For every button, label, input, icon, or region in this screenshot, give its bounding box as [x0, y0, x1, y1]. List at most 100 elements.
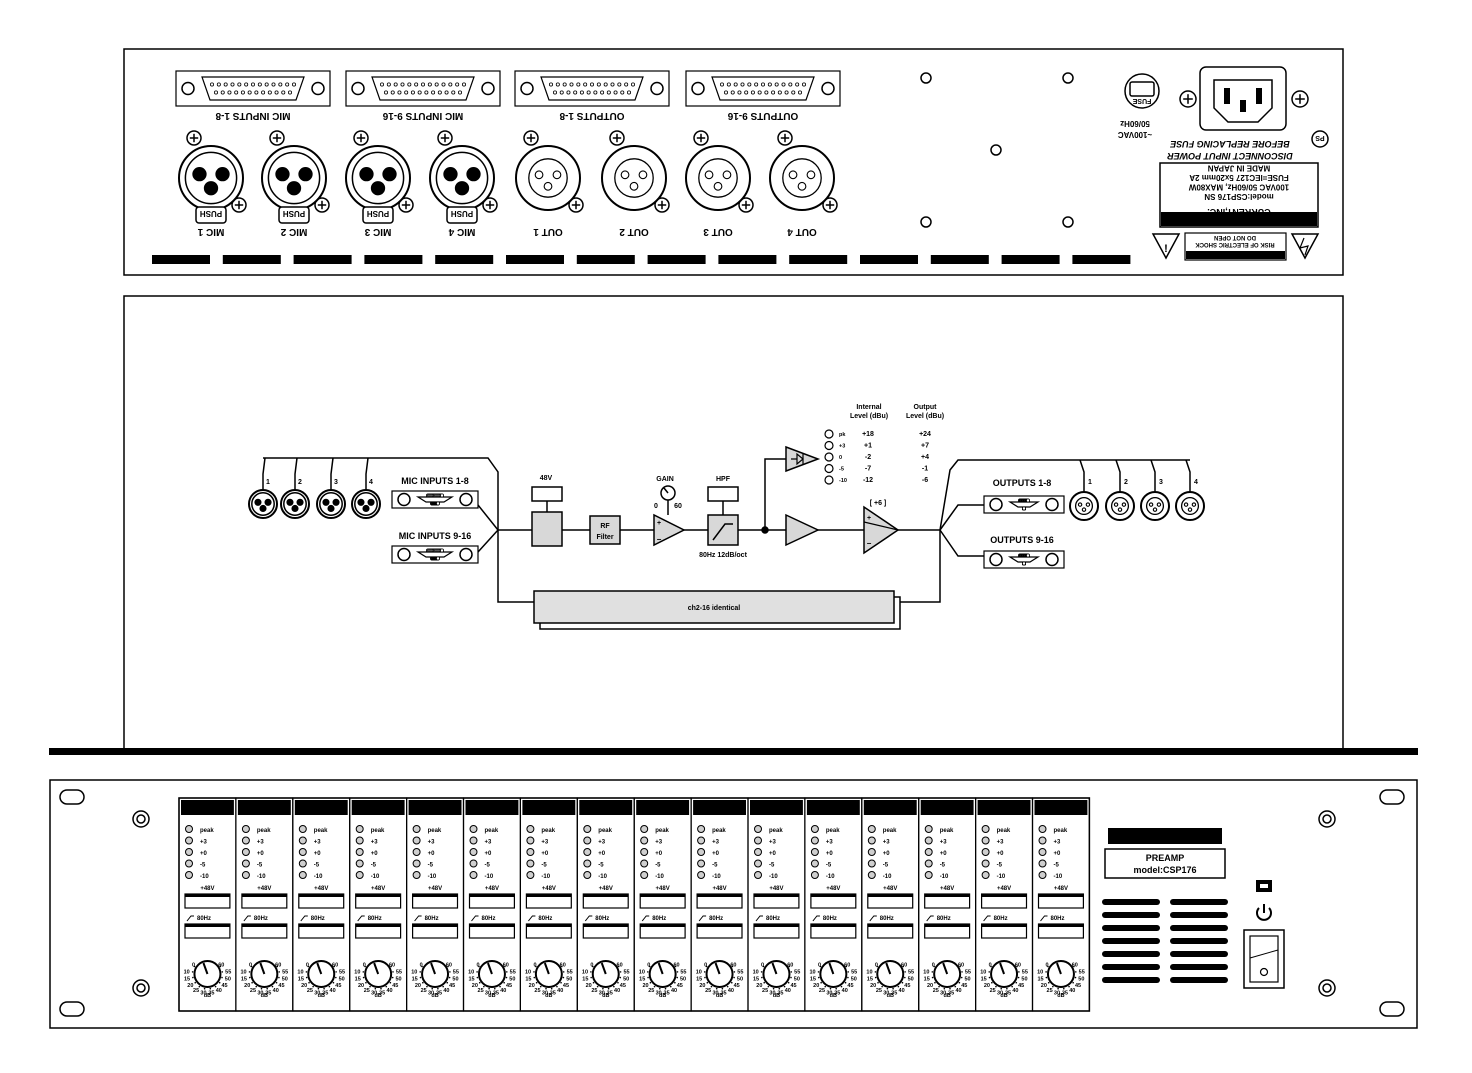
- knob-tick: [590, 971, 592, 973]
- dsub-pin: [573, 90, 578, 95]
- knob-tick: [250, 965, 253, 968]
- xlr-pin: [215, 167, 230, 182]
- hpf-curve-icon: [712, 523, 733, 541]
- meter-label: peak: [371, 828, 385, 834]
- knob-tick: [392, 971, 394, 973]
- knob-tick: [198, 985, 201, 988]
- knob-tick: [385, 985, 388, 988]
- knob-scale-label: 35: [720, 991, 726, 997]
- knob-scale-label: 30: [485, 991, 491, 997]
- knob-scale-label: 60: [389, 963, 395, 969]
- xlr-label: MIC 3: [364, 226, 391, 237]
- knob-scale-label: 20: [699, 983, 705, 989]
- dsub-pin: [549, 82, 554, 87]
- meter-label: +3: [371, 840, 379, 846]
- dsub-connector-icon: [391, 490, 479, 509]
- xlr-socket: [1077, 502, 1083, 507]
- knob-scale-label: 40: [557, 988, 563, 994]
- hpf-button-label: 80Hz: [937, 916, 951, 922]
- xlr-socket: [1121, 502, 1127, 507]
- knob-scale-label: 45: [392, 983, 398, 989]
- xlr-socket: [1148, 502, 1154, 507]
- vent-slot: [718, 255, 777, 264]
- knob-tick: [904, 971, 906, 973]
- meter-led-icon: [241, 825, 250, 833]
- dsub-connector-icon: [983, 550, 1065, 569]
- channel-header: [1034, 800, 1088, 815]
- output-wire: [1115, 459, 1121, 492]
- knob-tick: [221, 976, 223, 979]
- meter-led-icon: [355, 825, 364, 833]
- knob-tick: [483, 985, 485, 988]
- knob-tick: [961, 971, 963, 973]
- knob-scale-label: 0: [363, 963, 366, 969]
- output-wire: [1150, 459, 1156, 492]
- knob-scale-label: 60: [218, 963, 224, 969]
- knob-unit: dB: [943, 993, 950, 999]
- dsub-pin: [553, 90, 558, 95]
- knob-scale-label: 15: [924, 976, 930, 982]
- knob-scale-label: 0: [704, 963, 707, 969]
- knob-scale-label: 60: [730, 963, 736, 969]
- hpf-button-top: [924, 924, 970, 927]
- knob-tick: [248, 971, 251, 973]
- meter-label: peak: [1054, 828, 1068, 834]
- meter-led-icon: [526, 871, 535, 879]
- power-icon: [1256, 907, 1272, 921]
- knob-scale-label: 25: [364, 988, 370, 994]
- meter-label: peak: [883, 828, 897, 834]
- input-wire: [330, 457, 334, 490]
- knob-scale-label: 20: [529, 983, 535, 989]
- phantom-button-top: [469, 894, 515, 897]
- xlr-output-connector-icon: [515, 145, 581, 211]
- screw-icon: [269, 130, 285, 146]
- dsub-pin: [230, 82, 235, 87]
- knob-tick: [790, 971, 793, 973]
- power-off-mark: [1259, 967, 1269, 977]
- knob-scale-label: 0: [1046, 963, 1049, 969]
- vent-slot: [1170, 899, 1228, 905]
- dsub-screw: [691, 81, 705, 96]
- dsub-shell: [711, 76, 815, 101]
- meter-led-icon: [241, 871, 250, 879]
- knob-tick: [380, 987, 382, 990]
- output-plus: +: [867, 515, 871, 522]
- dsub-pin: [566, 90, 571, 95]
- meter-led-icon: [640, 825, 649, 833]
- knob-tick: [323, 987, 325, 990]
- meter-led-icon: [185, 859, 193, 868]
- xlr-pin: [332, 498, 340, 506]
- xlr-pin: [362, 504, 370, 513]
- hpf-button-label: 80Hz: [595, 916, 609, 922]
- xlr-inner: [1074, 496, 1094, 516]
- dsub-pin: [271, 82, 276, 87]
- knob-tick: [819, 965, 822, 968]
- knob-tick: [790, 976, 792, 979]
- phantom-button-label: +48V: [883, 886, 897, 892]
- knob-tick: [931, 976, 934, 979]
- knob-scale-label: 55: [339, 969, 345, 975]
- plate-line: model:CSP176 SN: [1204, 192, 1274, 201]
- knob-tick: [933, 965, 935, 968]
- meter-led-icon: [867, 848, 876, 856]
- knob-tick: [733, 971, 736, 973]
- knob-scale-label: 45: [221, 983, 227, 989]
- dsub-label: OUTPUTS 1-8: [559, 110, 624, 121]
- knob-tick: [647, 971, 649, 973]
- knob-scale-label: 15: [582, 976, 588, 982]
- xlr-inner: [614, 158, 654, 198]
- xlr-inner: [283, 492, 307, 516]
- channel-header: [806, 800, 860, 815]
- hpf-button-label: 80Hz: [766, 916, 780, 922]
- hpf-button-label: 80Hz: [254, 916, 268, 922]
- knob-scale-label: 0: [875, 963, 878, 969]
- meter-label: +0: [371, 851, 379, 857]
- knob-scale-label: 10: [297, 969, 303, 975]
- knob-scale-label: 30: [826, 991, 832, 997]
- dsub-pin: [726, 82, 731, 87]
- dsub-pin: [757, 90, 762, 95]
- xlr-inner: [354, 492, 378, 516]
- knob-tick: [705, 965, 708, 968]
- knob-scale-label: 20: [358, 983, 364, 989]
